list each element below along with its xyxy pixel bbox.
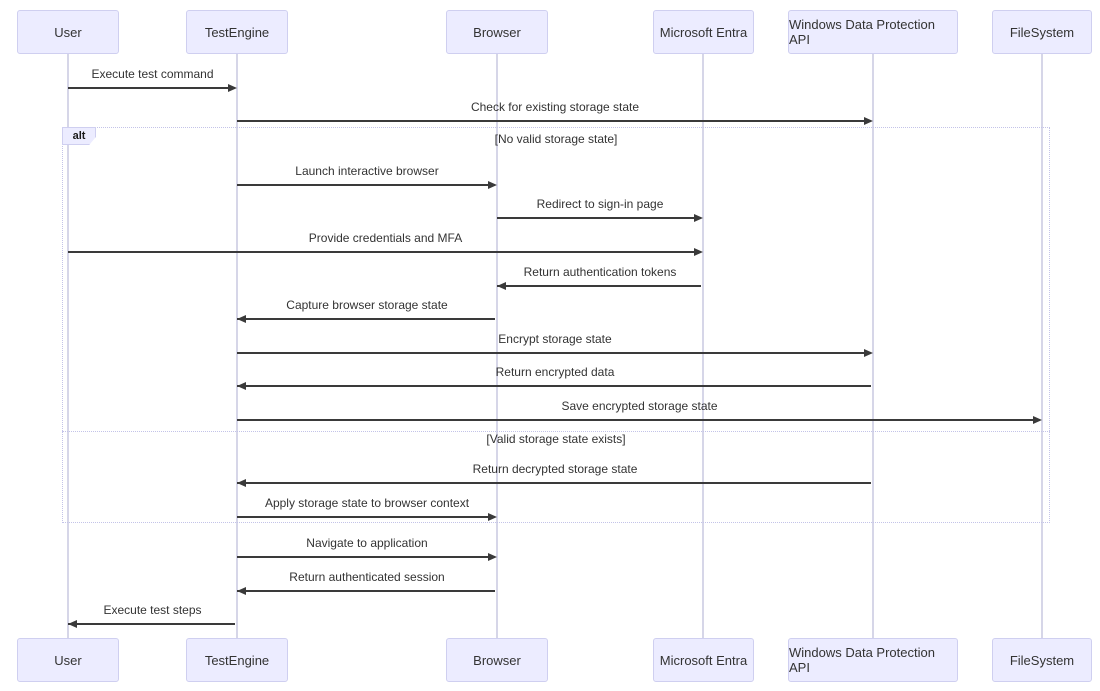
- message-4-line: [497, 217, 701, 219]
- participant-top-testengine: TestEngine: [186, 10, 288, 54]
- message-9-line: [237, 385, 871, 387]
- message-13-arrowhead: [488, 553, 497, 561]
- message-8-line: [237, 352, 871, 354]
- alt-else-divider: [62, 431, 1050, 432]
- message-4-arrowhead: [694, 214, 703, 222]
- message-4-text: Redirect to sign-in page: [536, 197, 664, 211]
- message-14-line: [237, 590, 495, 592]
- participant-top-user: User: [17, 10, 119, 54]
- message-14-text: Return authenticated session: [289, 570, 445, 584]
- participant-bottom-testengine: TestEngine: [186, 638, 288, 682]
- alt-condition-2: [Valid storage state exists]: [486, 432, 626, 446]
- message-3-text: Launch interactive browser: [295, 164, 439, 178]
- message-15-line: [68, 623, 235, 625]
- message-9-text: Return encrypted data: [495, 365, 615, 379]
- participant-label: Browser: [473, 24, 521, 40]
- participant-top-windows-data-protection-api: Windows Data Protection API: [788, 10, 958, 54]
- lifeline-testengine: [236, 54, 238, 638]
- participant-label: User: [54, 24, 82, 40]
- message-3-arrowhead: [488, 181, 497, 189]
- lifeline-browser: [496, 54, 498, 638]
- message-10-arrowhead: [1033, 416, 1042, 424]
- lifeline-user: [67, 54, 69, 638]
- message-12-text: Apply storage state to browser context: [264, 496, 470, 510]
- message-10-line: [237, 419, 1040, 421]
- message-8-arrowhead: [864, 349, 873, 357]
- participant-label: TestEngine: [204, 652, 270, 668]
- message-15-arrowhead: [68, 620, 77, 628]
- message-8-text: Encrypt storage state: [498, 332, 612, 346]
- alt-label: alt: [62, 127, 96, 145]
- participant-bottom-browser: Browser: [446, 638, 548, 682]
- message-10-text: Save encrypted storage state: [561, 399, 718, 413]
- message-7-arrowhead: [237, 315, 246, 323]
- message-13-text: Navigate to application: [306, 536, 428, 550]
- message-11-line: [237, 482, 871, 484]
- participant-label: Microsoft Entra: [659, 24, 748, 40]
- message-1-arrowhead: [228, 84, 237, 92]
- message-15-text: Execute test steps: [103, 603, 202, 617]
- message-5-text: Provide credentials and MFA: [308, 231, 463, 245]
- message-12-arrowhead: [488, 513, 497, 521]
- message-2-text: Check for existing storage state: [470, 100, 640, 114]
- message-1-text: Execute test command: [91, 67, 214, 81]
- message-6-arrowhead: [497, 282, 506, 290]
- message-2-line: [237, 120, 871, 122]
- participant-bottom-filesystem: FileSystem: [992, 638, 1092, 682]
- participant-bottom-microsoft-entra: Microsoft Entra: [653, 638, 754, 682]
- participant-label: FileSystem: [1009, 24, 1075, 40]
- participant-top-filesystem: FileSystem: [992, 10, 1092, 54]
- message-3-line: [237, 184, 495, 186]
- alt-label-text: alt: [72, 130, 86, 142]
- alt-frame: [62, 127, 1050, 523]
- message-2-arrowhead: [864, 117, 873, 125]
- message-11-arrowhead: [237, 479, 246, 487]
- message-9-arrowhead: [237, 382, 246, 390]
- message-6-line: [497, 285, 701, 287]
- message-13-line: [237, 556, 495, 558]
- participant-top-microsoft-entra: Microsoft Entra: [653, 10, 754, 54]
- message-5-arrowhead: [694, 248, 703, 256]
- participant-label: Browser: [473, 652, 521, 668]
- message-1-line: [68, 87, 235, 89]
- participant-bottom-user: User: [17, 638, 119, 682]
- participant-label: Windows Data Protection API: [789, 17, 935, 47]
- participant-label: Microsoft Entra: [659, 652, 748, 668]
- message-7-line: [237, 318, 495, 320]
- message-5-line: [68, 251, 701, 253]
- participant-label: TestEngine: [204, 24, 270, 40]
- participant-label: User: [54, 652, 82, 668]
- participant-top-browser: Browser: [446, 10, 548, 54]
- lifeline-microsoft-entra: [702, 54, 704, 638]
- message-6-text: Return authentication tokens: [523, 265, 677, 279]
- participant-label: Windows Data Protection API: [789, 645, 935, 675]
- message-11-text: Return decrypted storage state: [472, 462, 638, 476]
- message-7-text: Capture browser storage state: [286, 298, 448, 312]
- lifeline-filesystem: [1041, 54, 1043, 638]
- participant-bottom-windows-data-protection-api: Windows Data Protection API: [788, 638, 958, 682]
- message-14-arrowhead: [237, 587, 246, 595]
- participant-label: FileSystem: [1009, 652, 1075, 668]
- alt-condition-1: [No valid storage state]: [494, 132, 618, 146]
- lifeline-windows-data-protection-api: [872, 54, 874, 638]
- message-12-line: [237, 516, 495, 518]
